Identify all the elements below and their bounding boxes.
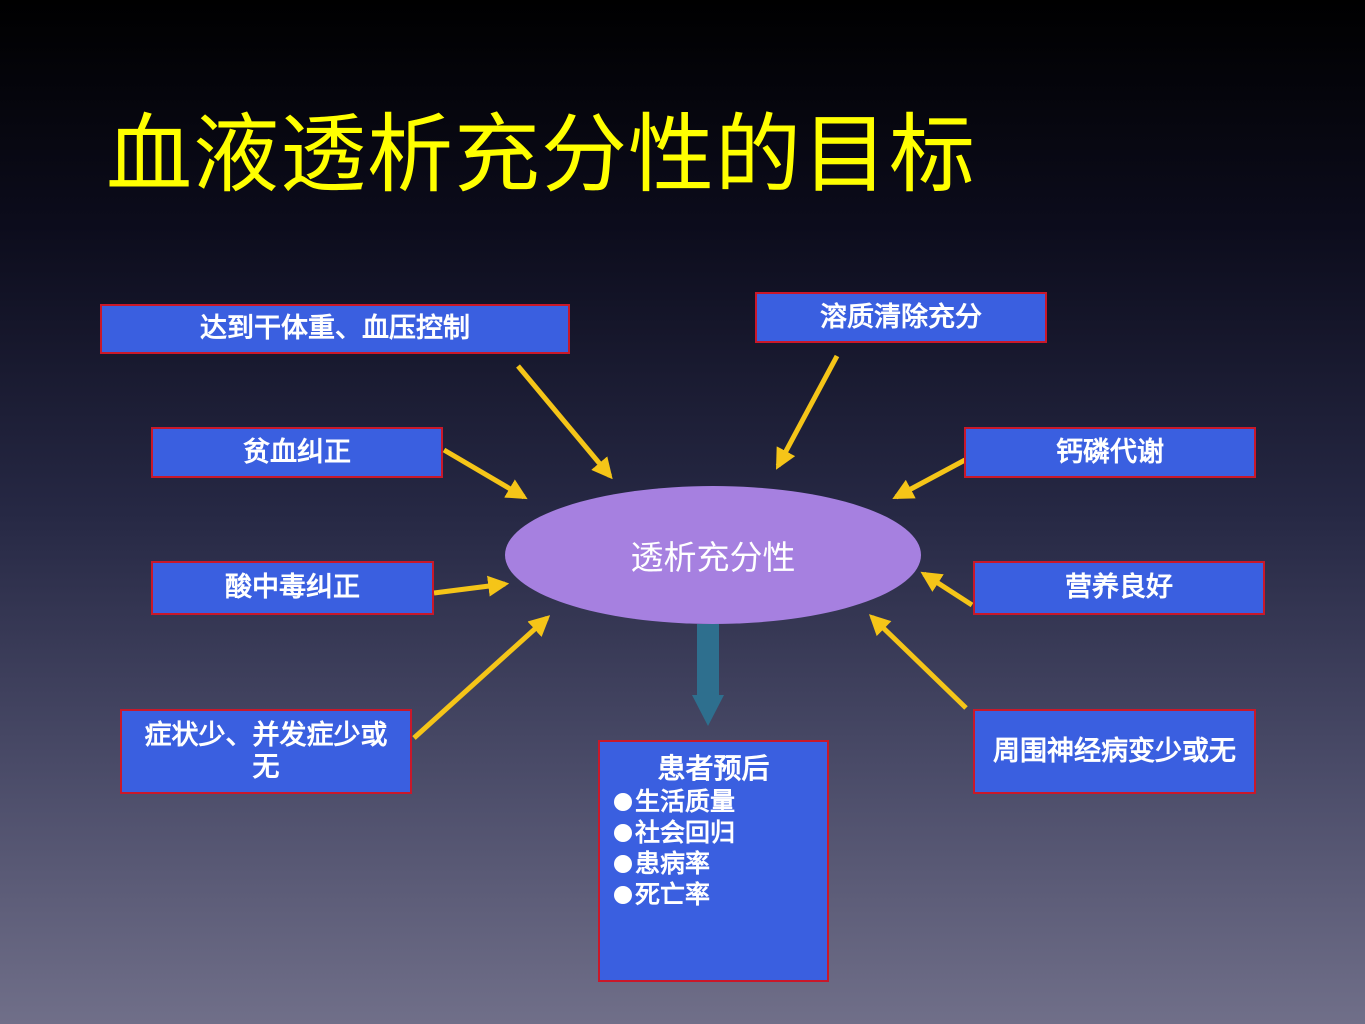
- bullet-icon: [614, 854, 632, 873]
- bullet-icon: [614, 792, 632, 811]
- arrow-solute: [775, 354, 840, 470]
- outcome-list: 生活质量 社会回归 患病率 死亡率: [600, 786, 827, 910]
- goal-calcium-phosphorus: 钙磷代谢: [964, 427, 1256, 478]
- center-ellipse: 透析充分性: [505, 486, 921, 624]
- arrow-nutrition: [920, 571, 974, 608]
- arrow-symptoms: [412, 615, 551, 740]
- goal-neuropathy: 周围神经病变少或无: [973, 709, 1256, 794]
- goal-anemia: 贫血纠正: [151, 427, 443, 478]
- goal-dry-weight-bp: 达到干体重、血压控制: [100, 304, 570, 354]
- arrow-calcium: [892, 457, 967, 500]
- bullet-icon: [614, 885, 632, 904]
- outcome-title: 患者预后: [657, 752, 770, 785]
- outcome-item: 生活质量: [614, 786, 827, 817]
- slide-title: 血液透析充分性的目标: [106, 105, 976, 205]
- goal-acidosis: 酸中毒纠正: [151, 561, 434, 615]
- arrow-acidosis: [433, 575, 510, 597]
- arrow-dry-weight: [516, 364, 613, 480]
- outcome-item: 社会回归: [614, 817, 827, 848]
- outcome-item: 死亡率: [614, 879, 827, 910]
- outcome-item: 患病率: [614, 848, 827, 879]
- center-label: 透析充分性: [630, 538, 796, 577]
- arrow-neuropathy: [868, 614, 968, 710]
- outcome-box: 患者预后 生活质量 社会回归 患病率 死亡率: [598, 740, 829, 982]
- bullet-icon: [614, 823, 632, 842]
- goal-solute-clearance: 溶质清除充分: [755, 292, 1047, 343]
- arrow-anemia: [442, 447, 528, 500]
- goal-symptoms: 症状少、并发症少或无: [120, 709, 412, 794]
- arrow-to-outcome: [692, 624, 724, 726]
- goal-nutrition: 营养良好: [973, 561, 1265, 615]
